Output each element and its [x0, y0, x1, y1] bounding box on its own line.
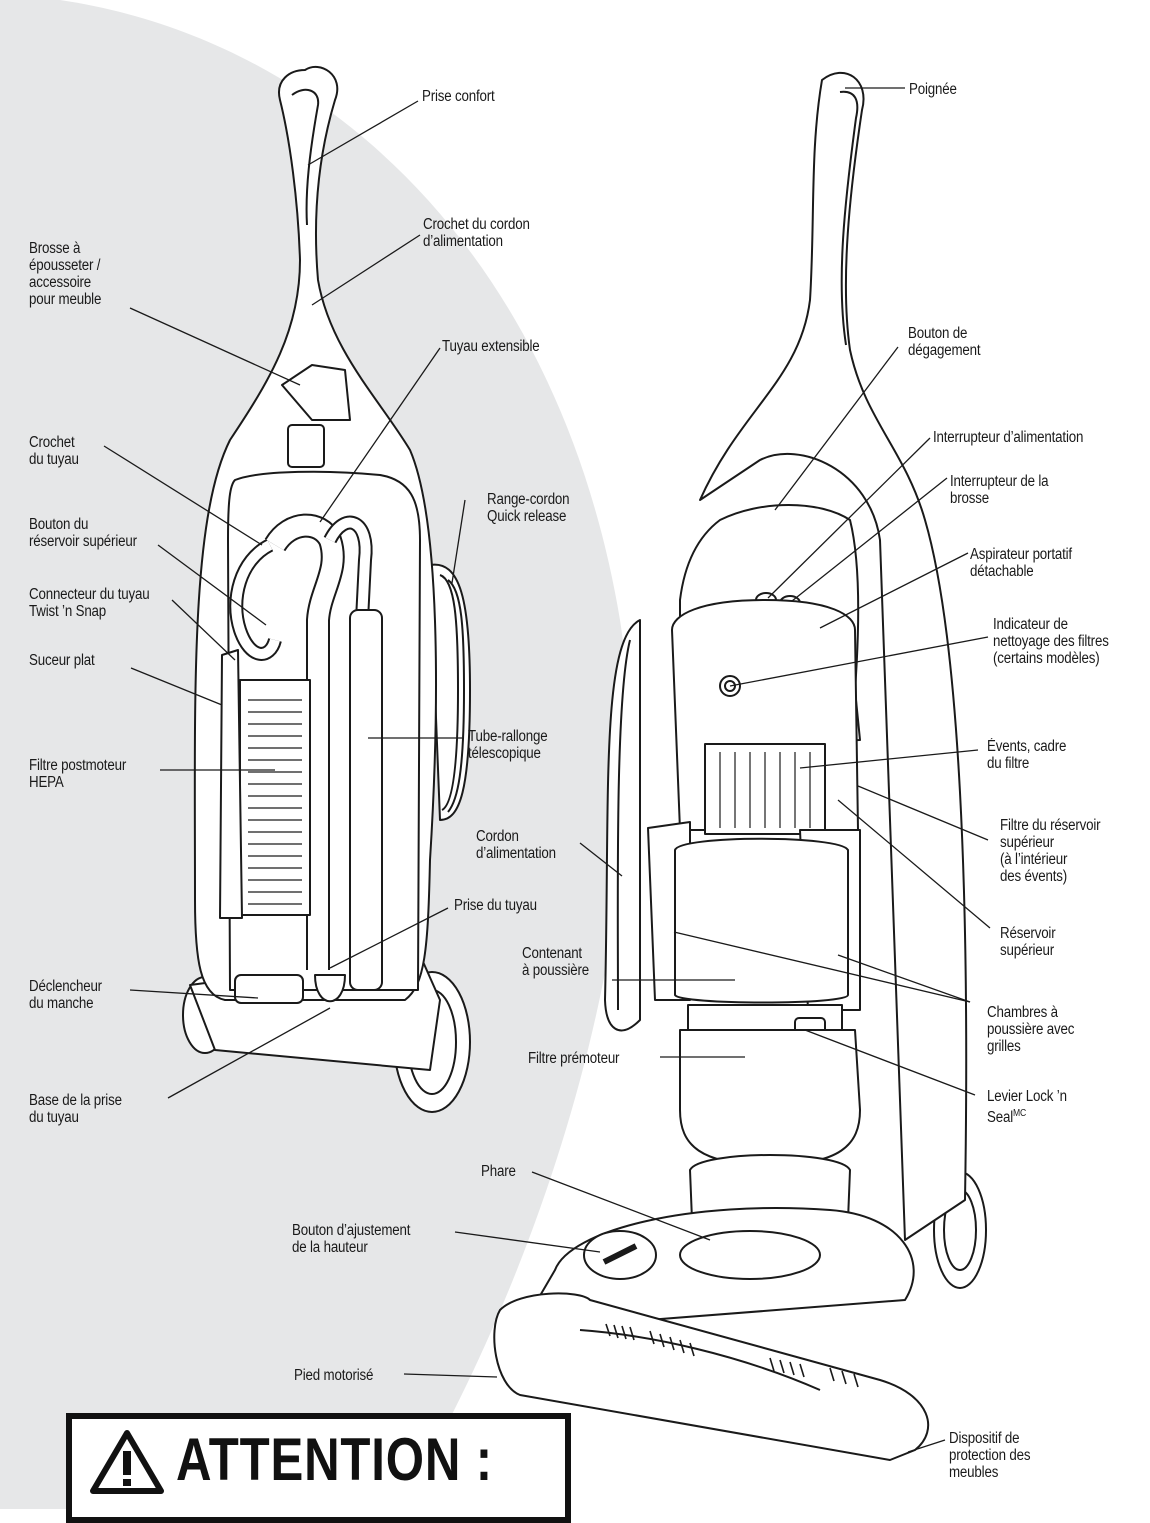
label-interrupteur-alim: Interrupteur d’alimentation	[933, 429, 1084, 446]
label-levier-sup: MC	[1013, 1108, 1027, 1119]
label-declencheur: Déclencheur du manche	[29, 978, 102, 1012]
label-bouton-reservoir: Bouton du réservoir supérieur	[29, 516, 137, 550]
label-bouton-degagement: Bouton de dégagement	[908, 325, 981, 359]
warning-triangle-icon	[90, 1430, 164, 1494]
label-dispositif: Dispositif de protection des meubles	[949, 1430, 1031, 1481]
vacuum-front-view	[493, 71, 987, 1461]
label-base-prise: Base de la prise du tuyau	[29, 1092, 122, 1126]
label-aspirateur-portatif: Aspirateur portatif détachable	[970, 546, 1072, 580]
label-levier: Levier Lock ’n SealMC	[987, 1088, 1067, 1126]
label-prise-confort: Prise confort	[422, 88, 495, 105]
label-tube-rallonge: Tube-rallonge télescopique	[468, 728, 548, 762]
label-contenant: Contenant à poussière	[522, 945, 590, 979]
label-prise-tuyau: Prise du tuyau	[454, 897, 537, 914]
label-poignee: Poignée	[909, 81, 957, 98]
label-pied: Pied motorisé	[294, 1367, 374, 1384]
warning-box: ATTENTION :	[66, 1413, 571, 1523]
label-chambres: Chambres à poussière avec grilles	[987, 1004, 1075, 1055]
label-phare: Phare	[481, 1163, 516, 1180]
label-suceur: Suceur plat	[29, 652, 95, 669]
leader-lines	[103, 87, 991, 1453]
label-interrupteur-brosse: Interrupteur de la brosse	[950, 473, 1049, 507]
label-filtre-reservoir: Filtre du réservoir supérieur (à l’intér…	[1000, 817, 1101, 885]
label-crochet-tuyau: Crochet du tuyau	[29, 434, 79, 468]
label-reservoir-sup: Réservoir supérieur	[1000, 925, 1056, 959]
label-filtre-hepa: Filtre postmoteur HEPA	[29, 757, 127, 791]
label-crochet-cordon: Crochet du cordon d’alimentation	[423, 216, 530, 250]
label-events: Évents, cadre du filtre	[987, 738, 1067, 772]
label-brosse: Brosse à épousseter / accessoire pour me…	[29, 240, 102, 308]
warning-title: ATTENTION :	[176, 1426, 493, 1493]
label-connecteur: Connecteur du tuyau Twist ’n Snap	[29, 586, 150, 620]
label-range-cordon: Range-cordon Quick release	[487, 491, 570, 525]
label-indicateur: Indicateur de nettoyage des filtres (cer…	[993, 616, 1109, 667]
vacuum-rear-view	[182, 65, 471, 1113]
label-filtre-premoteur: Filtre prémoteur	[528, 1050, 620, 1067]
label-levier-text: Levier Lock ’n Seal	[987, 1088, 1067, 1127]
label-cordon-alim: Cordon d’alimentation	[476, 828, 556, 862]
label-bouton-hauteur: Bouton d’ajustement de la hauteur	[292, 1222, 411, 1256]
label-tuyau-extensible: Tuyau extensible	[442, 338, 540, 355]
